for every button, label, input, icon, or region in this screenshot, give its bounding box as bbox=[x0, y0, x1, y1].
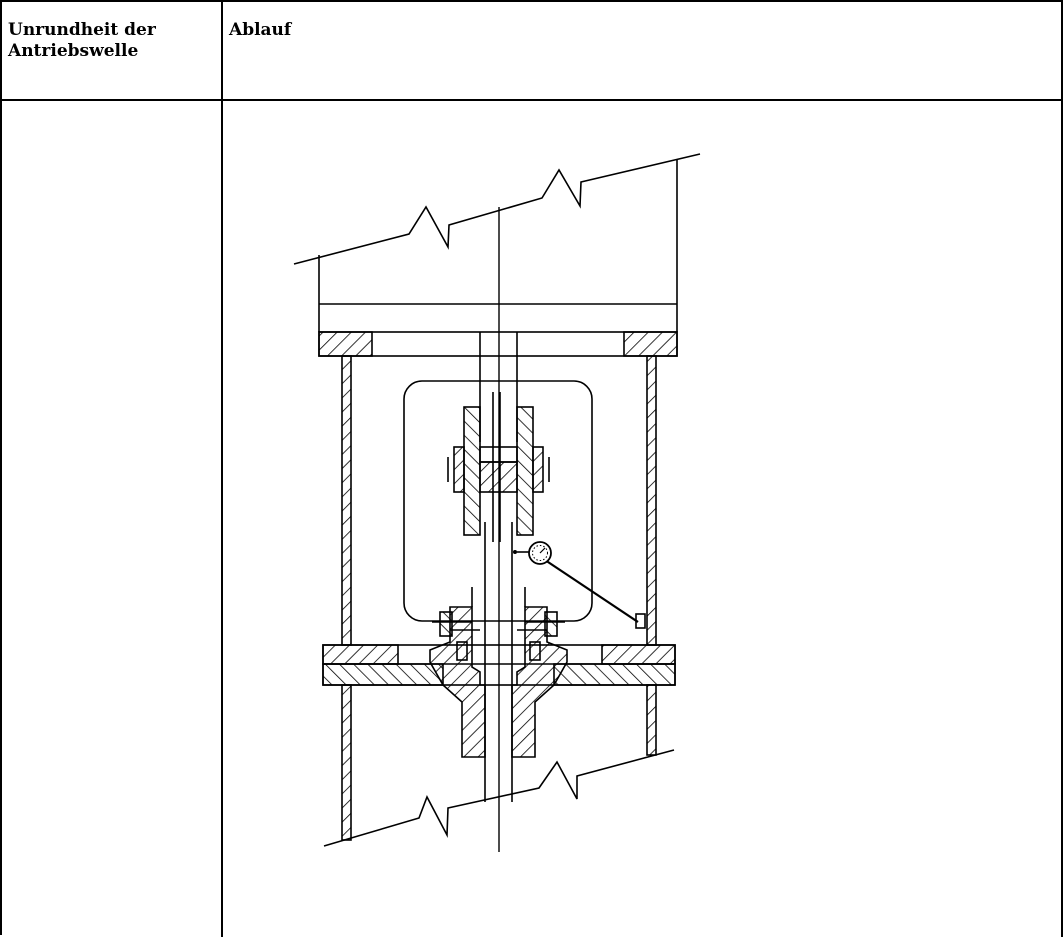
upper-coupling-right bbox=[516, 406, 534, 536]
gauge-arm bbox=[541, 557, 639, 623]
right-border bbox=[1061, 2, 1063, 937]
bearing-housing-left bbox=[429, 606, 486, 758]
inspection-window bbox=[403, 380, 593, 622]
dial-gauge-icon bbox=[513, 541, 552, 565]
left-wall-lower bbox=[341, 684, 352, 841]
upper-coupling-left bbox=[463, 406, 481, 536]
gauge-mount bbox=[635, 613, 646, 629]
top-flange-left bbox=[318, 331, 373, 357]
top-break-line bbox=[293, 153, 701, 265]
top-flange-right bbox=[623, 331, 678, 357]
bottom-break-line bbox=[323, 749, 675, 847]
column-divider bbox=[221, 2, 223, 937]
right-wall-lower bbox=[646, 684, 657, 756]
right-wall-upper bbox=[646, 355, 657, 646]
bearing-housing-right bbox=[511, 606, 568, 758]
header-rule bbox=[2, 99, 1063, 101]
header-cell-1: Unrundheit der Antriebswelle bbox=[8, 20, 156, 61]
left-wall-upper bbox=[341, 355, 352, 646]
shaft-runout-diagram bbox=[293, 153, 701, 852]
header-cell-2: Ablauf bbox=[229, 20, 292, 40]
